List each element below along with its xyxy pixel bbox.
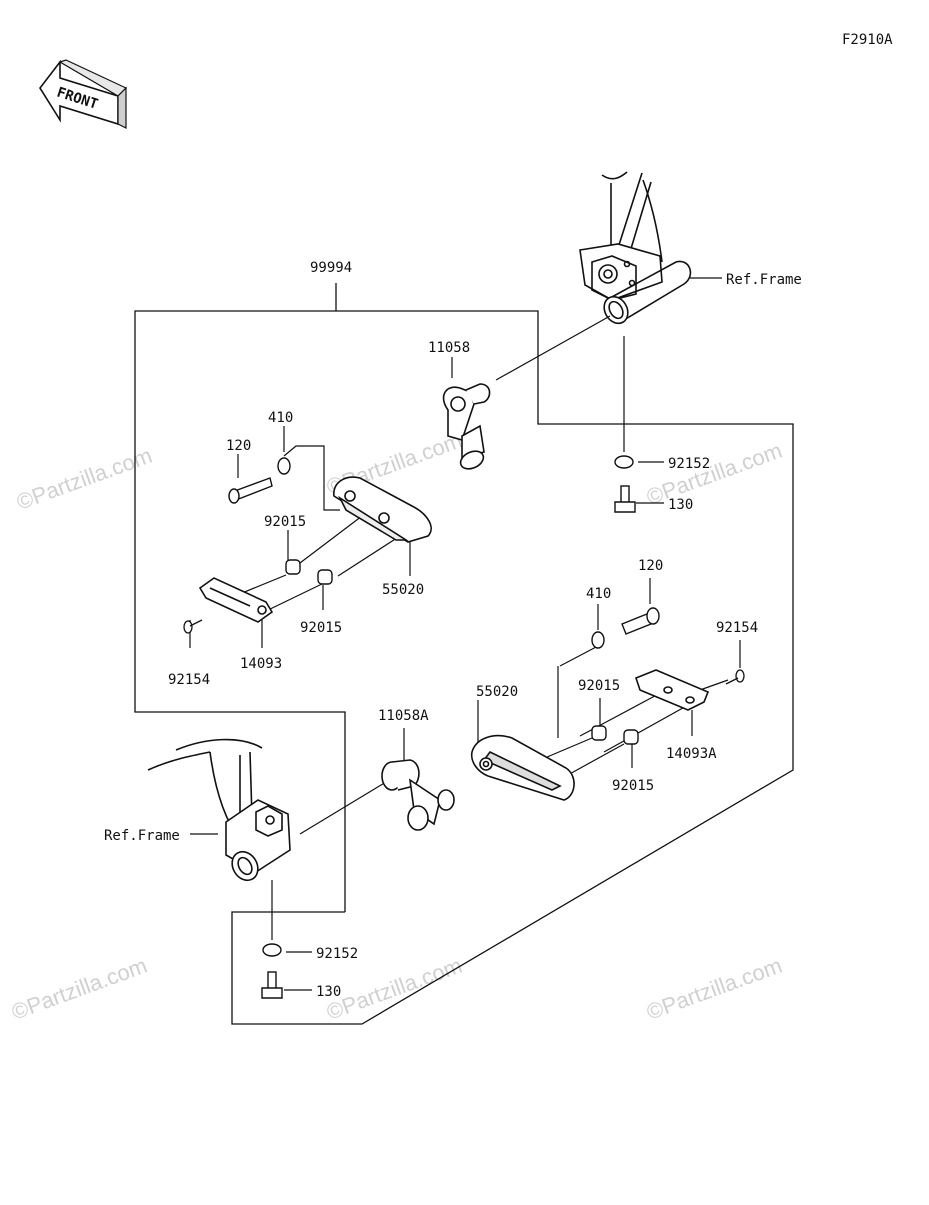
label-14093a: 14093A	[666, 746, 717, 762]
label-assembly: 99994	[310, 260, 352, 276]
label-120-left: 120	[226, 438, 251, 454]
upper-frame-sketch	[579, 171, 692, 325]
part-55020-left	[333, 476, 432, 543]
part-92154-left-icon	[183, 619, 203, 634]
part-92015-right-icon	[591, 725, 639, 745]
label-92154-left: 92154	[168, 672, 210, 688]
label-55020-left: 55020	[382, 582, 424, 598]
label-92015-right-a: 92015	[578, 678, 620, 694]
part-14093a	[635, 669, 710, 711]
label-92152-bottom: 92152	[316, 946, 358, 962]
lower-frame-sketch	[147, 738, 291, 882]
diagram-code: F2910A	[842, 32, 893, 48]
part-92015-left-icon	[285, 559, 333, 585]
part-14093	[198, 577, 274, 623]
label-55020-right: 55020	[476, 684, 518, 700]
label-410-right: 410	[586, 586, 611, 602]
label-ref-frame-lower: Ref.Frame	[104, 828, 180, 844]
part-92154-right-icon	[725, 669, 745, 685]
label-92015-right-b: 92015	[612, 778, 654, 794]
watermark-4: ©Partzilla.com	[8, 953, 150, 1025]
watermark-5: ©Partzilla.com	[323, 953, 465, 1025]
part-55020-right	[470, 734, 575, 801]
watermark-3: ©Partzilla.com	[643, 438, 785, 510]
label-92154-right: 92154	[716, 620, 758, 636]
part-11058a	[381, 759, 455, 831]
part-130-right-icon	[614, 485, 636, 513]
label-ref-frame-upper: Ref.Frame	[726, 272, 802, 288]
part-410-left-icon	[277, 457, 291, 475]
label-130-right: 130	[668, 497, 693, 513]
part-11058	[442, 383, 491, 470]
part-92152-bottom-icon	[262, 943, 282, 957]
part-120-right-icon	[621, 607, 660, 635]
part-labels: 99994 Ref.Frame Ref.Frame 11058 11058A 4…	[104, 260, 802, 1000]
label-92015-left-b: 92015	[300, 620, 342, 636]
label-92015-left-a: 92015	[264, 514, 306, 530]
watermark-6: ©Partzilla.com	[643, 953, 785, 1025]
assembly-bracket-lines	[134, 283, 794, 1025]
label-11058a: 11058A	[378, 708, 429, 724]
label-410-left: 410	[268, 410, 293, 426]
label-120-right: 120	[638, 558, 663, 574]
part-92152-right-icon	[614, 455, 634, 469]
watermark-1: ©Partzilla.com	[13, 443, 155, 515]
part-410-right-icon	[591, 631, 605, 649]
part-120-left-icon	[228, 477, 273, 504]
leader-lines	[189, 315, 741, 991]
label-14093: 14093	[240, 656, 282, 672]
label-11058: 11058	[428, 340, 470, 356]
label-92152-right: 92152	[668, 456, 710, 472]
front-arrow-icon: FRONT	[39, 59, 128, 129]
label-130-bottom: 130	[316, 984, 341, 1000]
part-130-bottom-icon	[261, 971, 283, 999]
